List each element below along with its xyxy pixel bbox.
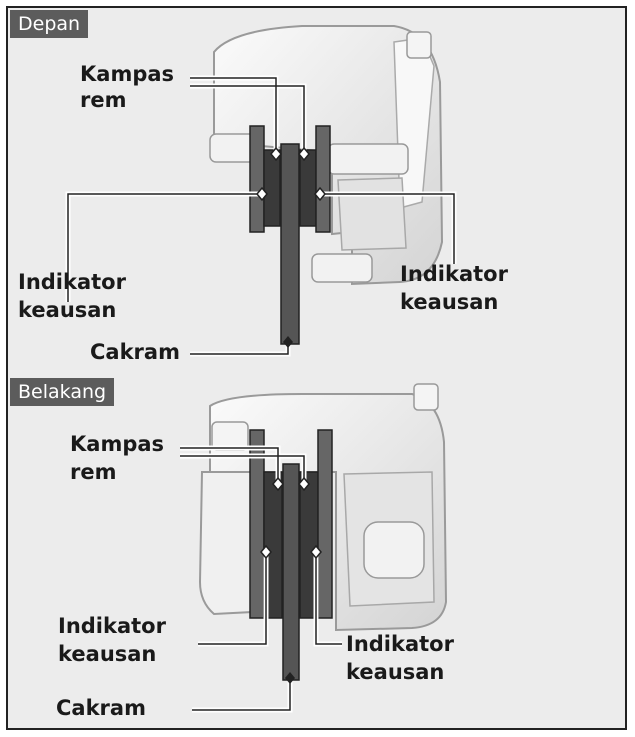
rear-label-wear-left-1: Indikator [58, 614, 166, 638]
front-label-pads-1: Kampas [80, 62, 174, 86]
front-disc [281, 144, 299, 344]
front-label-disc: Cakram [90, 340, 180, 364]
section-tag-rear: Belakang [10, 378, 114, 406]
rear-label-disc: Cakram [56, 696, 146, 720]
rear-label-wear-right-1: Indikator [346, 632, 454, 656]
front-label-wear-left-1: Indikator [18, 270, 126, 294]
rear-label-wear-right-2: keausan [346, 660, 444, 684]
rear-label-wear-left-2: keausan [58, 642, 156, 666]
front-label-pads-2: rem [80, 88, 126, 112]
section-tag-front: Depan [10, 10, 88, 38]
rear-disc [283, 464, 299, 680]
front-label-wear-right-2: keausan [400, 290, 498, 314]
rear-label-pads-2: rem [70, 460, 116, 484]
rear-label-pads-1: Kampas [70, 432, 164, 456]
front-label-wear-right-1: Indikator [400, 262, 508, 286]
front-label-wear-left-2: keausan [18, 298, 116, 322]
